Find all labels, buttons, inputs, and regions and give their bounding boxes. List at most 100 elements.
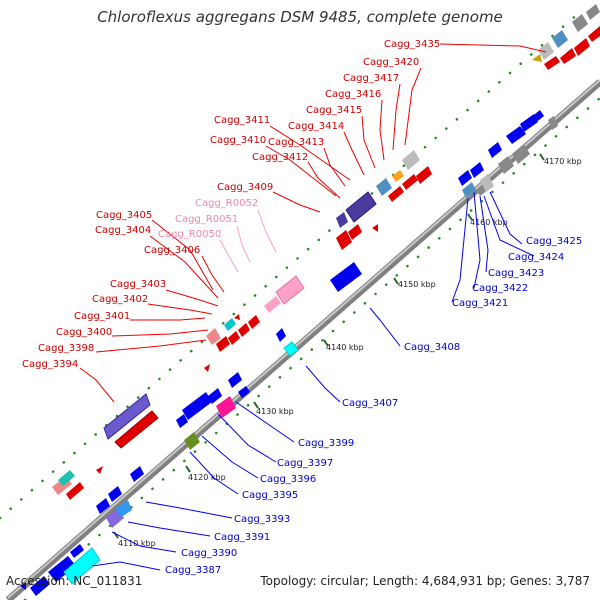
gene-label: Cagg_3420 (363, 57, 419, 68)
gene-label: Cagg_3412 (252, 152, 308, 163)
gene-label: Cagg_R0051 (175, 214, 238, 225)
gene-block (66, 482, 84, 500)
gene-block (392, 170, 404, 182)
gene-label: Cagg_3405 (96, 210, 152, 221)
lower-gene-labels: Cagg_3425 Cagg_3424 Cagg_3423 Cagg_3422 … (165, 236, 582, 576)
gene-label: Cagg_3415 (306, 105, 362, 116)
gene-label: Cagg_3407 (342, 398, 398, 409)
gene-label: Cagg_3400 (56, 327, 112, 338)
gene-block (224, 318, 236, 331)
guide-lines (0, 10, 600, 600)
gene-label: Cagg_3409 (217, 182, 273, 193)
gene-label: Cagg_3397 (277, 458, 333, 469)
gene-block (238, 323, 250, 337)
kbp-tick-label: 4120 kbp (188, 473, 226, 482)
gene-block (402, 150, 420, 170)
gene-block (48, 556, 76, 582)
kbp-tick-label: 4140 kbp (326, 343, 364, 352)
gene-block (512, 144, 530, 164)
kbp-tick-label: 4160 kbp (470, 218, 508, 227)
gene-block (538, 42, 554, 60)
gene-block (184, 432, 200, 450)
gene-label: Cagg_3393 (234, 514, 290, 525)
gene-label: Cagg_3402 (92, 294, 148, 305)
gene-label: Cagg_3411 (214, 115, 270, 126)
gene-block (96, 498, 110, 514)
gene-block (248, 315, 260, 329)
gene-label: Cagg_3396 (260, 474, 316, 485)
gene-block (336, 230, 352, 250)
gene-label: Cagg_3421 (452, 298, 508, 309)
gene-block (416, 166, 432, 184)
gene-block (480, 174, 494, 192)
gene-block (96, 466, 103, 474)
gene-block (376, 178, 392, 196)
gene-block (372, 224, 378, 232)
gene-block (530, 110, 544, 124)
gene-block (348, 224, 362, 240)
gene-label: Cagg_3425 (526, 236, 582, 247)
upper-leader-lines (79, 43, 547, 403)
gene-label: Cagg_3416 (325, 89, 381, 100)
gene-label: Cagg_3408 (404, 342, 460, 353)
gene-block (264, 296, 281, 313)
gene-block (30, 576, 50, 596)
gene-block (234, 314, 240, 320)
gene-label: Cagg_3417 (343, 73, 399, 84)
gene-block (63, 547, 101, 585)
gene-block (116, 500, 132, 518)
gene-label: Cagg_3422 (472, 283, 528, 294)
gene-label: Cagg_3435 (384, 39, 440, 50)
gene-block (103, 393, 151, 440)
accession-text: Accession: NC_011831 (6, 574, 143, 588)
gene-block (20, 582, 26, 590)
gene-block (182, 392, 212, 420)
gene-block (544, 56, 560, 70)
gene-block (560, 48, 576, 64)
gene-block (276, 328, 286, 342)
upper-gene-labels: Cagg_3435 Cagg_3420 Cagg_3417 Cagg_3416 … (22, 39, 440, 370)
gene-label: Cagg_3410 (210, 135, 266, 146)
gene-block (345, 191, 377, 223)
gene-block (130, 466, 144, 482)
gene-label: Cagg_3414 (288, 121, 344, 132)
gene-block (574, 38, 590, 56)
gene-block (283, 341, 299, 357)
gene-block (228, 372, 242, 388)
kbp-tick-label: 4130 kbp (256, 407, 294, 416)
gene-block (108, 486, 122, 502)
gene-block (548, 116, 558, 130)
gene-label: Cagg_3406 (144, 245, 200, 256)
gene-block (114, 410, 159, 449)
gene-block (208, 388, 222, 404)
gene-block (586, 4, 600, 20)
kbp-tick-label: 4150 kbp (398, 280, 436, 289)
gene-block (462, 182, 476, 198)
gene-label: Cagg_3390 (181, 548, 237, 559)
gene-block (532, 54, 542, 62)
gene-block (238, 386, 250, 398)
forward-strand-genes (52, 4, 600, 500)
gene-label: Cagg_3403 (110, 279, 166, 290)
gene-label: Cagg_3387 (165, 565, 221, 576)
gene-label: Cagg_3424 (508, 252, 564, 263)
gene-label: Cagg_3404 (95, 225, 151, 236)
reverse-strand-genes (20, 110, 558, 596)
gene-label: Cagg_3423 (488, 268, 544, 279)
gene-block (552, 30, 568, 48)
lower-leader-lines (91, 191, 535, 571)
gene-block (204, 364, 210, 372)
gene-block (336, 212, 348, 228)
gene-block (275, 275, 305, 305)
gene-block (506, 126, 526, 144)
gene-block (330, 262, 362, 292)
gene-block (402, 174, 418, 190)
gene-label: Cagg_3391 (214, 532, 270, 543)
gene-block (58, 470, 75, 486)
gene-block (498, 156, 514, 174)
gene-label: Cagg_3398 (38, 343, 94, 354)
gene-label: Cagg_3399 (298, 438, 354, 449)
gene-block (176, 414, 188, 428)
map-title: Chloroflexus aggregans DSM 9485, complet… (97, 8, 503, 26)
